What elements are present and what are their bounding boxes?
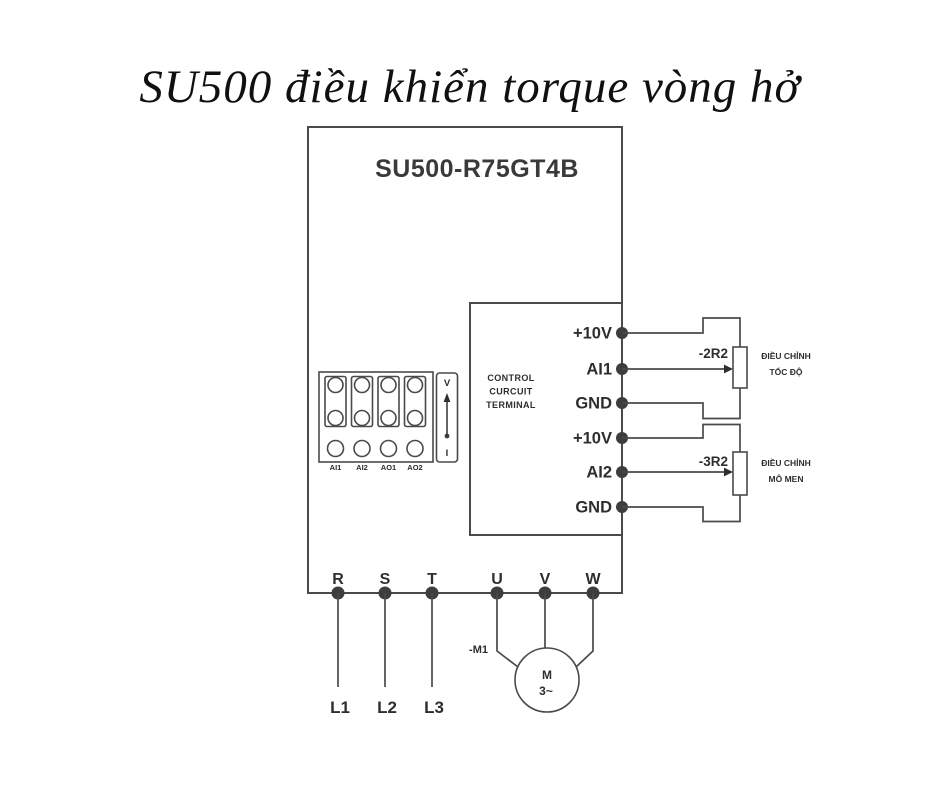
- terminal-label-ao2: AO2: [407, 463, 422, 472]
- jumper-dot: [444, 433, 450, 439]
- supply-l1-label: L1: [330, 698, 350, 717]
- terminal-screw: [327, 409, 344, 427]
- terminal-ai1-label: AI1: [586, 361, 612, 379]
- terminal-u-label: U: [491, 571, 503, 588]
- page-title: SU500 điều khiển torque vòng hở: [139, 61, 801, 113]
- control-box-line1: CONTROL: [487, 373, 534, 383]
- terminal-10v-2-label: +10V: [573, 430, 612, 448]
- speed-potentiometer-circuit: -2R2 ĐIỀU CHỈNH TỐC ĐỘ: [622, 317, 811, 420]
- potentiometer-1-body: [732, 346, 748, 389]
- control-box-line3: TERMINAL: [486, 400, 536, 410]
- wire-10v-to-pot2: [622, 423, 741, 452]
- supply-l3-label: L3: [424, 698, 444, 717]
- mains-input-lines: L1 L2 L3: [330, 593, 444, 717]
- motor-circuit: M 3~ -M1: [469, 593, 594, 713]
- wiper-arrow-pot1: [724, 364, 733, 374]
- jumper-v-label: V: [444, 378, 451, 389]
- motor-phase-label: 3~: [539, 684, 553, 698]
- wire-w-motor: [575, 593, 594, 668]
- wiper-arrow-pot2: [724, 467, 733, 477]
- terminal-screw: [406, 376, 424, 394]
- analog-terminal-block: AI1 AI2 AO1 AO2: [318, 371, 434, 472]
- pot2-function-line2: MÔ MEN: [769, 473, 804, 484]
- inverter-enclosure-box: [307, 126, 623, 594]
- motor-ref-label: -M1: [469, 644, 488, 656]
- terminal-w-label: W: [585, 571, 601, 588]
- inverter-model-label: SU500-R75GT4B: [375, 155, 579, 183]
- terminal-s-label: S: [380, 571, 391, 588]
- terminal-screw: [406, 409, 424, 427]
- terminal-screw: [380, 409, 397, 427]
- control-terminals: +10V AI1 GND +10V AI2 GND: [573, 325, 628, 517]
- terminal-10v-1-label: +10V: [573, 325, 612, 343]
- terminal-gnd-1-label: GND: [575, 395, 612, 413]
- terminal-r-label: R: [332, 571, 344, 588]
- jumper-arrow-head: [443, 393, 451, 402]
- terminal-ai2-label: AI2: [586, 464, 612, 482]
- wire-u-motor: [496, 593, 519, 668]
- power-terminals: R S T U V W: [331, 571, 601, 600]
- terminal-hole: [406, 439, 424, 458]
- pot2-function-line1: ĐIỀU CHỈNH: [761, 457, 811, 468]
- control-circuit-box: CONTROL CURCUIT TERMINAL: [469, 302, 623, 536]
- wire-gnd-to-pot1: [622, 388, 741, 420]
- terminal-screw: [353, 376, 371, 394]
- motor-letter: M: [542, 668, 552, 682]
- terminal-label-ai1: AI1: [330, 463, 342, 472]
- jumper-i-label: I: [446, 448, 449, 459]
- torque-potentiometer-circuit: -3R2 ĐIỀU CHỈNH MÔ MEN: [622, 423, 811, 523]
- supply-l2-label: L2: [377, 698, 397, 717]
- control-box-line2: CURCUIT: [489, 387, 532, 397]
- terminal-hole: [326, 439, 345, 458]
- terminal-screw: [353, 409, 371, 427]
- terminal-hole: [353, 439, 371, 458]
- wire-10v-to-pot1: [622, 317, 741, 347]
- motor-symbol: [514, 647, 580, 713]
- potentiometer-2-body: [732, 451, 748, 496]
- pot1-function-line2: TỐC ĐỘ: [769, 366, 802, 377]
- terminal-v-label: V: [540, 571, 551, 588]
- pot1-function-line1: ĐIỀU CHỈNH: [761, 350, 811, 361]
- wire-gnd-to-pot2: [622, 495, 741, 523]
- control-box-outline: [469, 302, 623, 536]
- terminal-screw: [327, 376, 344, 394]
- terminal-label-ai2: AI2: [356, 463, 368, 472]
- pot2-ref-label: -3R2: [699, 454, 728, 469]
- terminal-t-label: T: [427, 571, 437, 588]
- pot1-ref-label: -2R2: [699, 346, 728, 361]
- vi-jumper-selector: V I: [435, 372, 459, 463]
- terminal-screw: [380, 376, 397, 394]
- terminal-gnd-2-label: GND: [575, 499, 612, 517]
- terminal-hole: [379, 439, 398, 458]
- terminal-label-ao1: AO1: [381, 463, 396, 472]
